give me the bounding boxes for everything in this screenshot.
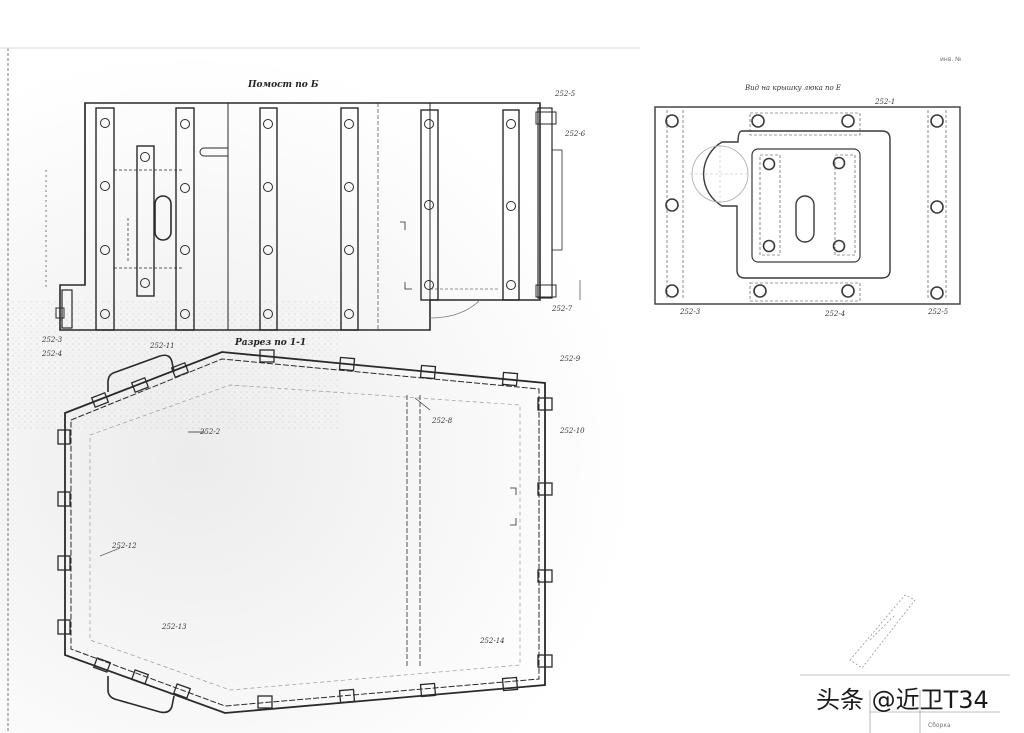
watermark: 头条 @近卫T34	[816, 686, 989, 714]
part-label: 252-4	[825, 310, 846, 318]
bolt-strip-4	[259, 107, 278, 331]
part-label: 252-12	[112, 542, 137, 550]
part-label: 252-8	[432, 417, 453, 425]
bolt-strip-5	[340, 107, 359, 331]
section-brackets-left	[57, 429, 71, 635]
part-label: 252-5	[928, 308, 949, 316]
part-label: 252-9	[560, 355, 581, 363]
section-brackets-right	[537, 397, 553, 668]
bolt-strip-2	[136, 145, 155, 297]
handle-slot	[199, 147, 228, 157]
title-block	[800, 674, 1010, 733]
bolt-strip-7	[502, 109, 520, 301]
bolt-strip-6	[420, 109, 439, 301]
plan-view-title: Помост по Б	[248, 80, 319, 90]
hatch-bolts	[665, 114, 944, 300]
slot-oval	[154, 195, 172, 241]
part-label: 252-10	[560, 427, 585, 435]
part-label: 252-7	[552, 305, 573, 313]
section-view	[57, 349, 553, 714]
part-label: 252-3	[680, 308, 701, 316]
hatch-detail-view	[654, 106, 961, 305]
hatch-view-title: Вид на крышку люка по Е	[745, 84, 842, 92]
part-label: 252-4	[42, 350, 63, 358]
part-label: 252-14	[480, 637, 505, 645]
bolt-strip-3	[175, 107, 195, 331]
part-label: 252-2	[200, 428, 221, 436]
bolt-strip-1	[95, 107, 115, 331]
part-label: 252-3	[42, 336, 63, 344]
part-label: 252-13	[162, 623, 187, 631]
title-block-text: Сборка	[928, 722, 951, 729]
faint-detail-sketch	[849, 594, 916, 669]
plan-view	[45, 102, 581, 331]
section-brackets-bottom	[92, 657, 519, 709]
part-label: 252-5	[555, 90, 576, 98]
section-brackets-top	[90, 349, 519, 409]
part-label: 252-6	[565, 130, 586, 138]
corner-stamp: инв. №	[940, 56, 962, 63]
part-label: 252-1	[875, 98, 896, 106]
part-label: 252-11	[150, 342, 175, 350]
section-view-title: Разрез по 1-1	[235, 338, 307, 348]
